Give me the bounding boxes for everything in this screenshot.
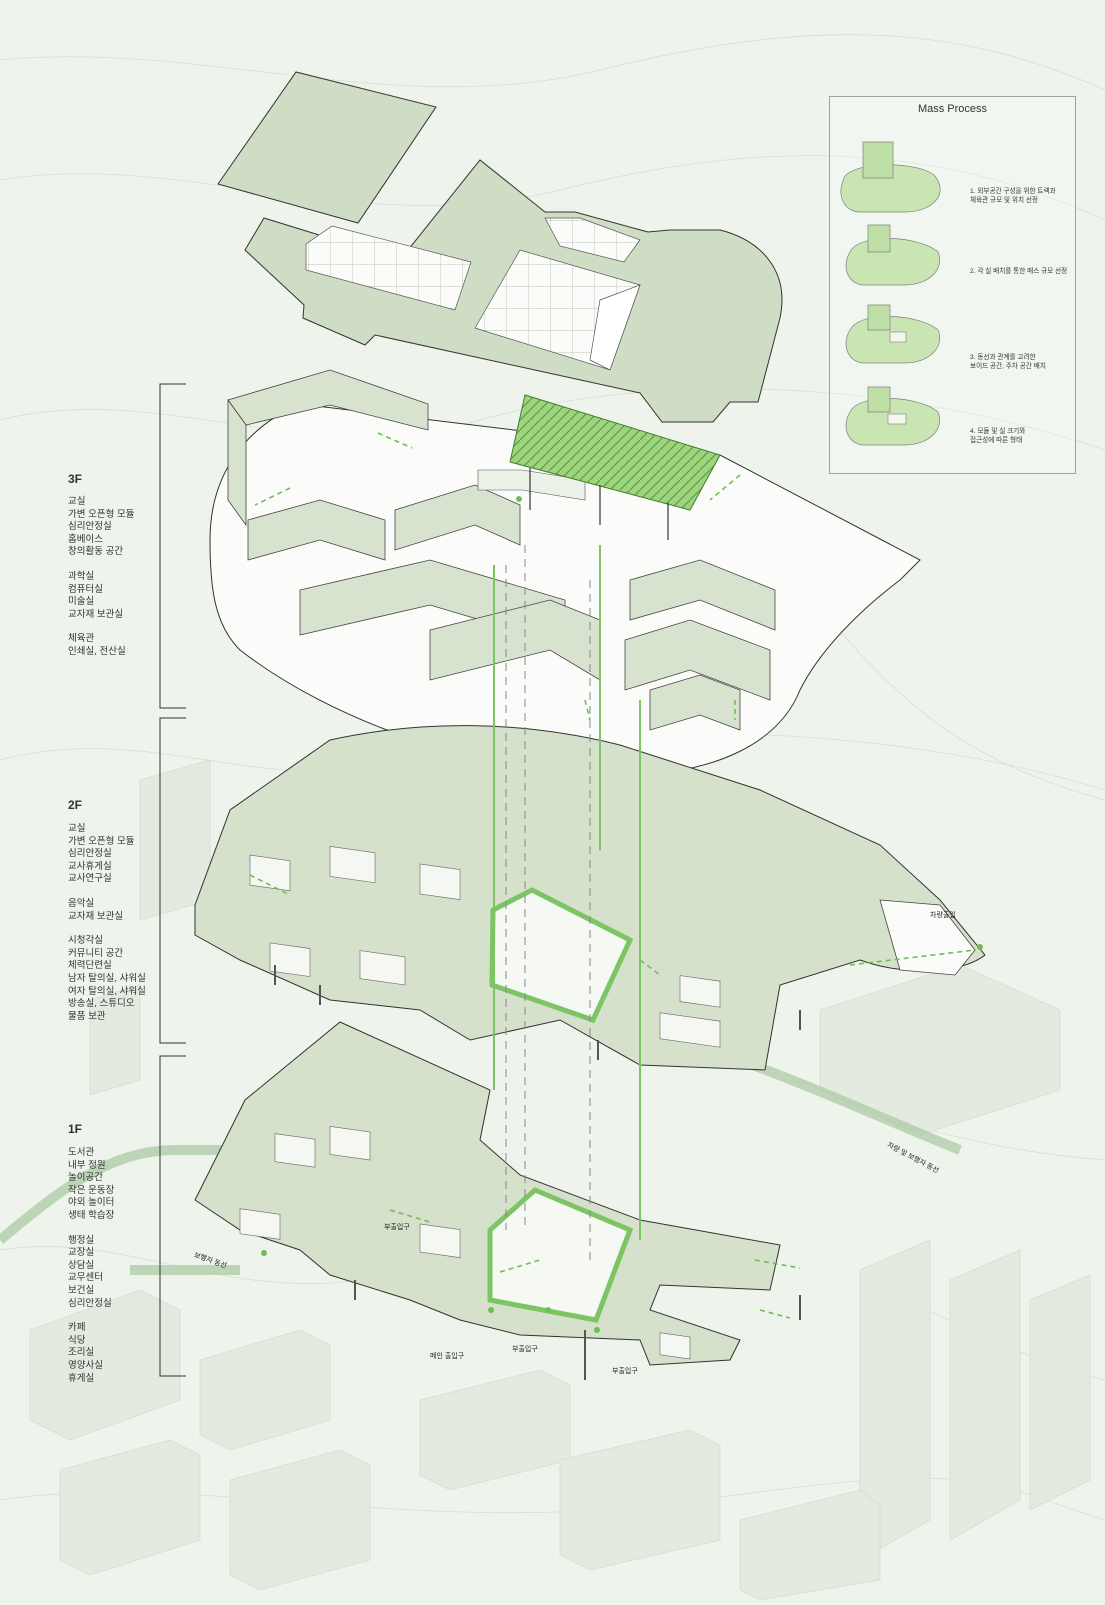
program-item: 방송실, 스튜디오 <box>68 998 135 1010</box>
program-item: 작은 운동장 <box>68 1184 115 1196</box>
floor-2f-title: 2F <box>68 798 83 812</box>
mass-step-3-icon <box>845 304 940 364</box>
program-item: 교장실 <box>68 1247 95 1259</box>
program-item: 시청각실 <box>68 935 103 947</box>
program-item: 교무센터 <box>68 1272 103 1284</box>
caption-line: 체육관 규모 및 위치 선정 <box>970 197 1038 204</box>
sub-entrance-label: 부출입구 <box>512 1346 538 1353</box>
program-item: 놀이공간 <box>68 1172 103 1184</box>
program-item: 커뮤니티 공간 <box>68 947 124 959</box>
caption-line: 보이드 공간, 주차 공간 배치 <box>970 363 1046 370</box>
program-item: 카페 <box>68 1322 86 1334</box>
roof-plate <box>217 71 783 423</box>
caption-line: 3. 동선과 관계를 고려한 <box>970 354 1036 361</box>
caption-line: 1. 외부공간 구성을 위한 트랙과 <box>970 188 1056 195</box>
caption-line: 접근성에 따른 형태 <box>970 437 1023 444</box>
caption-line: 2. 각 실 배치를 통한 매스 규모 선정 <box>970 268 1068 275</box>
program-item: 남자 탈의실, 샤워실 <box>68 972 146 984</box>
program-item: 도서관 <box>68 1147 95 1158</box>
program-item: 인쇄실, 전산실 <box>68 645 126 657</box>
program-item: 상담실 <box>68 1259 95 1271</box>
program-item: 교자재 보관실 <box>68 608 124 620</box>
program-item: 생태 학습장 <box>68 1209 115 1221</box>
floor-3f-title: 3F <box>68 472 83 486</box>
program-item: 조리실 <box>68 1347 95 1359</box>
program-item: 영양사실 <box>68 1359 103 1371</box>
mass-process-title: Mass Process <box>917 103 988 115</box>
program-item: 야외 놀이터 <box>68 1197 115 1209</box>
program-item: 교사연구실 <box>68 873 112 885</box>
floor-1f-title: 1F <box>68 1122 83 1136</box>
vehicle-entrance-label: 차량출입 <box>930 912 956 919</box>
mass-step-1-icon <box>840 141 941 213</box>
mass-step-4-icon <box>845 386 940 446</box>
mass-step-4-caption: 4. 모듈 및 실 크기와 접근성에 따른 형태 <box>970 427 1025 445</box>
program-item: 홈베이스 <box>68 533 103 545</box>
program-item: 심리안정실 <box>68 848 112 860</box>
program-item: 창의활동 공간 <box>68 546 124 558</box>
mass-process-icons <box>840 141 941 446</box>
program-item: 체력단련실 <box>68 960 112 972</box>
program-item: 교자재 보관실 <box>68 910 124 922</box>
program-item: 교실 <box>68 496 86 507</box>
caption-line: 4. 모듈 및 실 크기와 <box>970 428 1026 435</box>
floor-2f-plate <box>194 725 986 1071</box>
mass-step-2-caption: 2. 각 실 배치를 통한 매스 규모 선정 <box>970 267 1067 276</box>
entrance-dots <box>261 496 983 1333</box>
mass-step-2-icon <box>845 224 940 286</box>
program-item: 보건실 <box>68 1284 95 1296</box>
program-item: 물품 보관 <box>68 1010 106 1022</box>
floor-3f-plate <box>209 369 921 776</box>
mass-process-panel: Mass Process 1. 외부공간 구성을 위한 트랙과 체육관 규모 및… <box>829 96 1076 474</box>
program-item: 과학실 <box>68 570 95 582</box>
sub-entrance-label: 부출입구 <box>384 1224 410 1231</box>
context-buildings <box>29 759 1091 1601</box>
program-item: 여자 탈의실, 샤워실 <box>68 985 146 997</box>
program-item: 컴퓨터실 <box>68 583 103 595</box>
program-item: 가변 오픈형 모듈 <box>68 835 135 847</box>
program-item: 휴게실 <box>68 1372 95 1384</box>
program-item: 교사휴게실 <box>68 860 112 872</box>
program-item: 심리안정실 <box>68 521 112 533</box>
program-item: 내부 정원 <box>68 1159 106 1171</box>
program-item: 미술실 <box>68 596 95 608</box>
mass-step-3-caption: 3. 동선과 관계를 고려한 보이드 공간, 주차 공간 배치 <box>970 353 1046 371</box>
floor-1f-plate <box>194 1021 801 1380</box>
vertical-cores <box>493 545 641 1260</box>
floor-brackets <box>159 383 186 1377</box>
program-item: 행정실 <box>68 1234 95 1246</box>
sub-entrance-label: 부출입구 <box>612 1368 638 1375</box>
program-item: 체육관 <box>68 633 95 645</box>
program-item: 심리안정실 <box>68 1297 112 1309</box>
circulation-arrows <box>249 432 976 1319</box>
program-item: 식당 <box>68 1334 86 1346</box>
main-entrance-label: 메인 출입구 <box>430 1353 465 1360</box>
program-item: 음악실 <box>68 897 95 909</box>
program-item: 교실 <box>68 823 86 834</box>
mass-step-1-caption: 1. 외부공간 구성을 위한 트랙과 체육관 규모 및 위치 선정 <box>970 187 1056 205</box>
program-item: 가변 오픈형 모듈 <box>68 508 135 520</box>
